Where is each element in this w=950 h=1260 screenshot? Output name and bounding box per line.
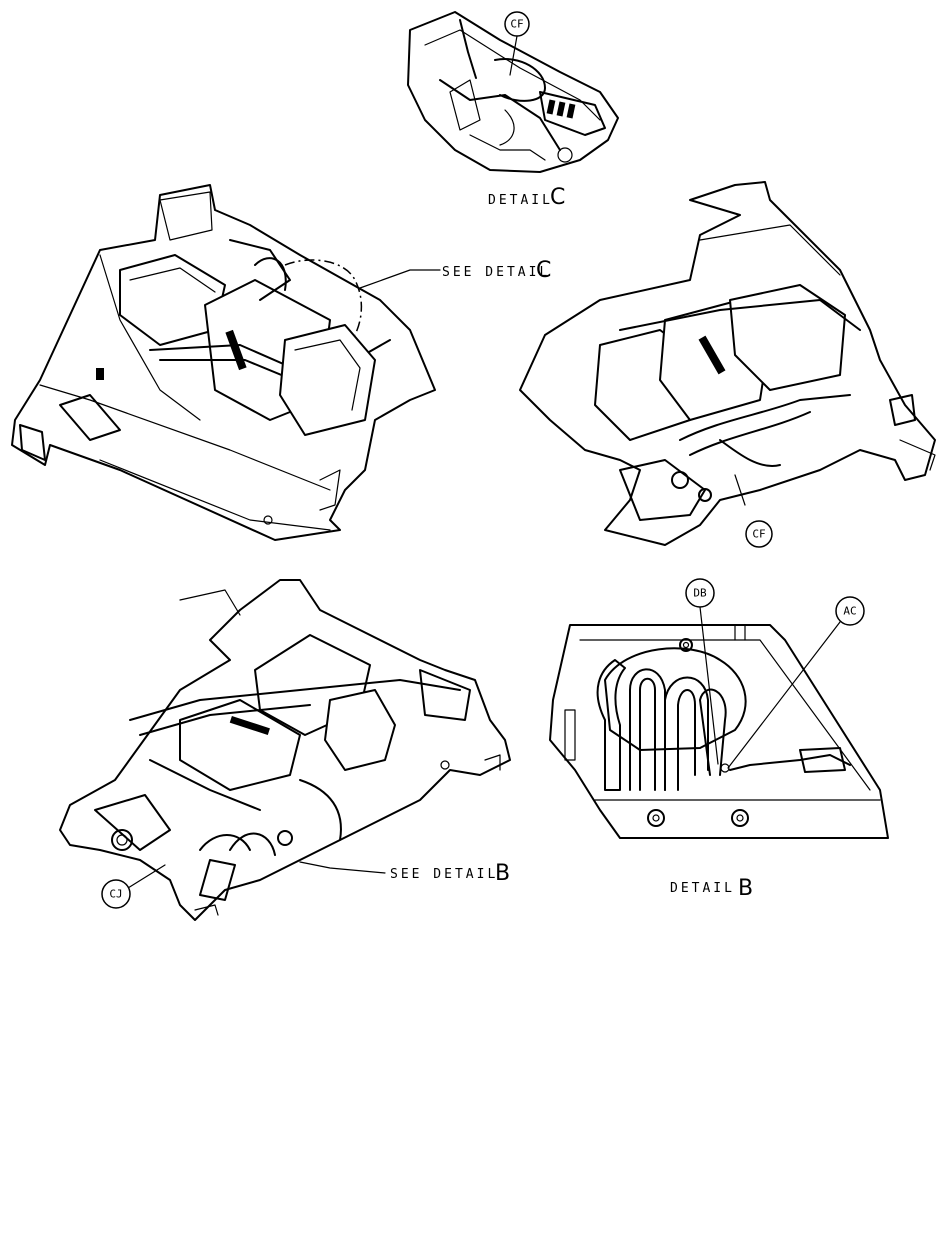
callout-ac: AC xyxy=(843,605,856,618)
callout-cj: CJ xyxy=(109,888,122,901)
assembly-view-1: SEE DETAIL C xyxy=(12,185,551,540)
detail-b-title-letter: B xyxy=(738,876,753,901)
see-detail-c-label-letter: C xyxy=(536,258,551,283)
see-detail-b-label-word: SEE DETAIL xyxy=(390,867,498,882)
detail-c-view: CF DETAIL C xyxy=(408,12,618,210)
callout-cf-top: CF xyxy=(510,18,523,31)
see-detail-b-label-letter: B xyxy=(495,861,510,886)
assembly-view-3: CJ SEE DETAIL B xyxy=(60,580,510,920)
detail-b-title-word: DETAIL xyxy=(670,881,735,896)
detail-b-view: DB AC DETAIL B xyxy=(550,579,888,901)
detail-c-title-letter: C xyxy=(550,185,565,210)
detail-c-title-word: DETAIL xyxy=(488,193,553,208)
callout-cf-right: CF xyxy=(752,528,765,541)
callout-db: DB xyxy=(693,587,707,600)
see-detail-c-label-word: SEE DETAIL xyxy=(442,265,550,280)
assembly-view-2: CF xyxy=(520,182,935,547)
